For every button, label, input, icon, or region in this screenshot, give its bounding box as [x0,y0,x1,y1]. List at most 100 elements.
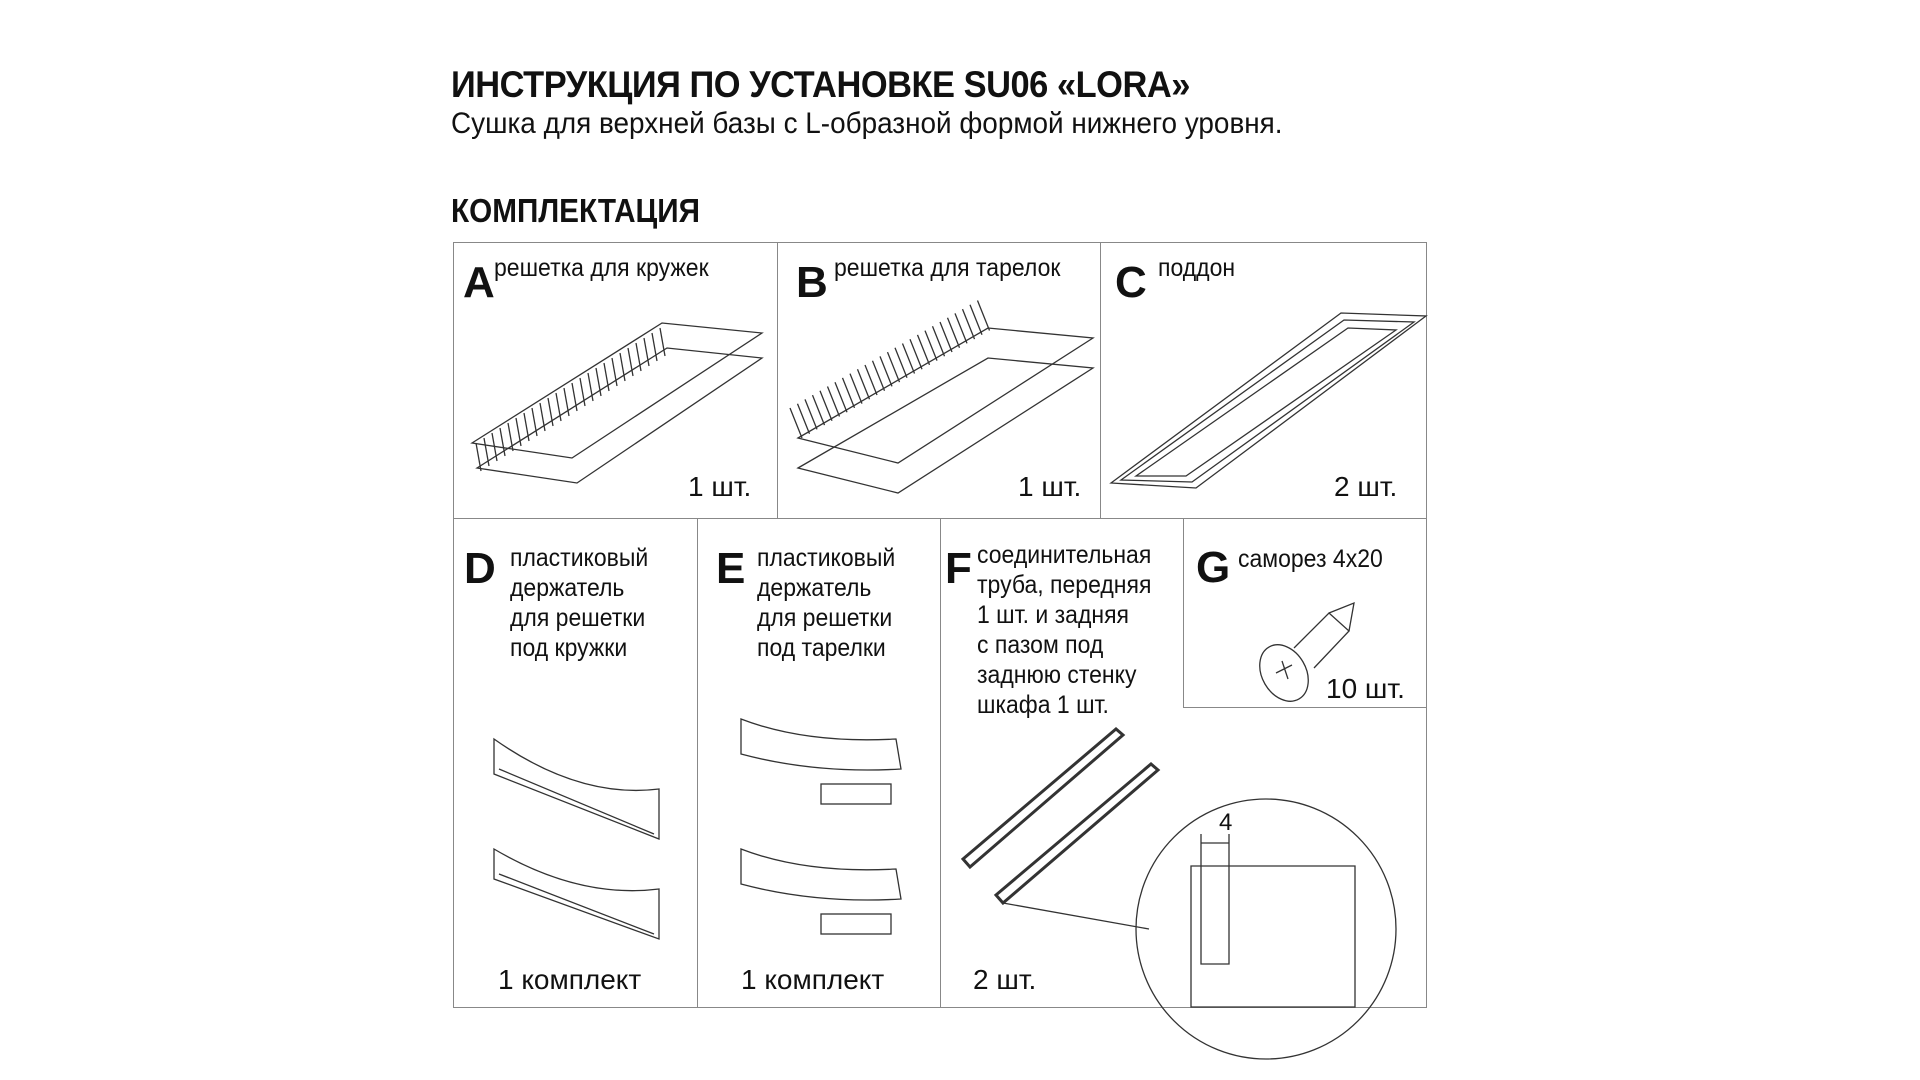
description-line: под кружки [510,634,628,662]
wire-bar [523,412,530,442]
description-line: шкафа 1 шт. [977,691,1109,719]
part-quantity: 1 комплект [498,964,642,995]
wire-bar [531,407,538,437]
part-quantity: 1 комплект [741,964,885,995]
part-quantity: 10 шт. [1326,673,1405,704]
wire-bar [579,377,586,407]
cup-rack-illustration [470,322,764,484]
wire-bar [924,330,938,361]
page-title: ИНСТРУКЦИЯ ПО УСТАНОВКЕ SU06 «LORA» [451,64,1190,105]
part-f-cell: F соединительная труба, передняя 1 шт. и… [940,518,1427,1060]
wire-bar [946,317,961,348]
page-subtitle: Сушка для верхней базы с L-образной форм… [451,107,1283,140]
part-c-cell: C поддон 2 шт. [1100,242,1428,519]
wire-bar [916,334,931,366]
wire-bar [789,407,803,439]
description-line: для решетки [757,604,893,632]
description-line: заднюю стенку [977,661,1137,689]
wire-bar [515,417,522,447]
wire-bar [804,399,818,430]
wire-bar [539,402,546,432]
description-line: держатель [757,574,872,602]
wire-bar [856,369,871,400]
wire-bar [499,427,506,457]
part-quantity: 1 шт. [688,471,752,502]
wire-bar [483,437,490,467]
wire-bar [834,381,848,413]
wire-bar [651,332,658,362]
wire-bar [909,338,923,370]
description-line: для решетки [510,604,646,632]
screw-icon [1259,601,1355,702]
wire-bar [826,386,841,417]
wire-bar [611,357,618,387]
wire-bar [475,442,482,472]
description-line: под тарелки [757,634,886,662]
description-line: соединительная [977,541,1152,569]
section-heading: КОМПЛЕКТАЦИЯ [451,192,700,229]
part-description: поддон [1158,254,1236,282]
description-line: пластиковый [757,544,896,572]
wire-bar [563,387,570,417]
wire-bar [954,313,968,344]
wire-bar [643,337,650,367]
part-g-cell: G саморез 4x20 10 шт. [1183,518,1427,708]
wire-bar [627,347,634,377]
wire-bar [587,372,594,402]
wire-bar [619,352,626,382]
wire-bar [659,327,666,357]
wire-bar [796,403,811,434]
part-d-cell: D пластиковый держатель для решетки под … [453,518,698,1008]
wire-bar [931,326,946,357]
wire-bar [879,356,893,387]
wire-bar [571,382,578,412]
tray-illustration [1109,312,1428,489]
wire-bar [901,343,916,374]
wire-bar [849,373,863,404]
part-letter: A [463,258,495,307]
description-line: труба, передняя [977,571,1152,599]
part-letter: D [464,544,496,593]
description-line: пластиковый [510,544,649,572]
part-description: соединительная труба, передняя 1 шт. и з… [977,540,1151,720]
wire-bar [871,360,886,391]
wire-bar [864,364,878,396]
wire-bar [819,390,833,422]
part-a-cell: A решетка для кружек 1 шт. [453,242,778,519]
part-letter: C [1115,258,1147,307]
wire-bar [491,432,498,462]
wire-bar [976,300,991,331]
wire-bar [635,342,642,372]
wire-bar [595,367,602,397]
wire-bar [969,304,983,336]
wire-bar [547,397,554,427]
part-description: пластиковый держатель для решетки под та… [757,543,895,663]
wire-bar [841,377,856,409]
part-description: пластиковый держатель для решетки под кр… [510,543,648,663]
part-quantity: 1 шт. [1018,471,1082,502]
slot-dimension-label: 4 [1219,809,1233,836]
part-letter: G [1196,543,1231,592]
wire-bar [603,362,610,392]
wire-bar [886,351,901,383]
wire-bar [894,347,908,379]
part-letter: B [796,258,828,307]
wire-bar [961,308,976,340]
part-description: решетка для тарелок [834,254,1061,282]
part-e-cell: E пластиковый держатель для решетки под … [697,518,941,1008]
wire-bar [811,394,826,426]
part-quantity: 2 шт. [1334,471,1398,502]
description-line: с пазом под [977,631,1104,659]
wire-bar [939,321,953,353]
part-letter: E [716,544,746,593]
plate-holder-illustration [740,718,902,935]
part-letter: F [945,544,972,593]
plate-rack-illustration [789,300,1095,494]
description-line: держатель [510,574,625,602]
wire-bar [507,422,514,452]
cup-holder-illustration [493,737,660,940]
part-quantity: 2 шт. [973,964,1037,995]
description-line: 1 шт. и задняя [977,601,1130,629]
part-b-cell: B решетка для тарелок 1 шт. [777,242,1101,519]
part-description: саморез 4x20 [1238,545,1383,573]
